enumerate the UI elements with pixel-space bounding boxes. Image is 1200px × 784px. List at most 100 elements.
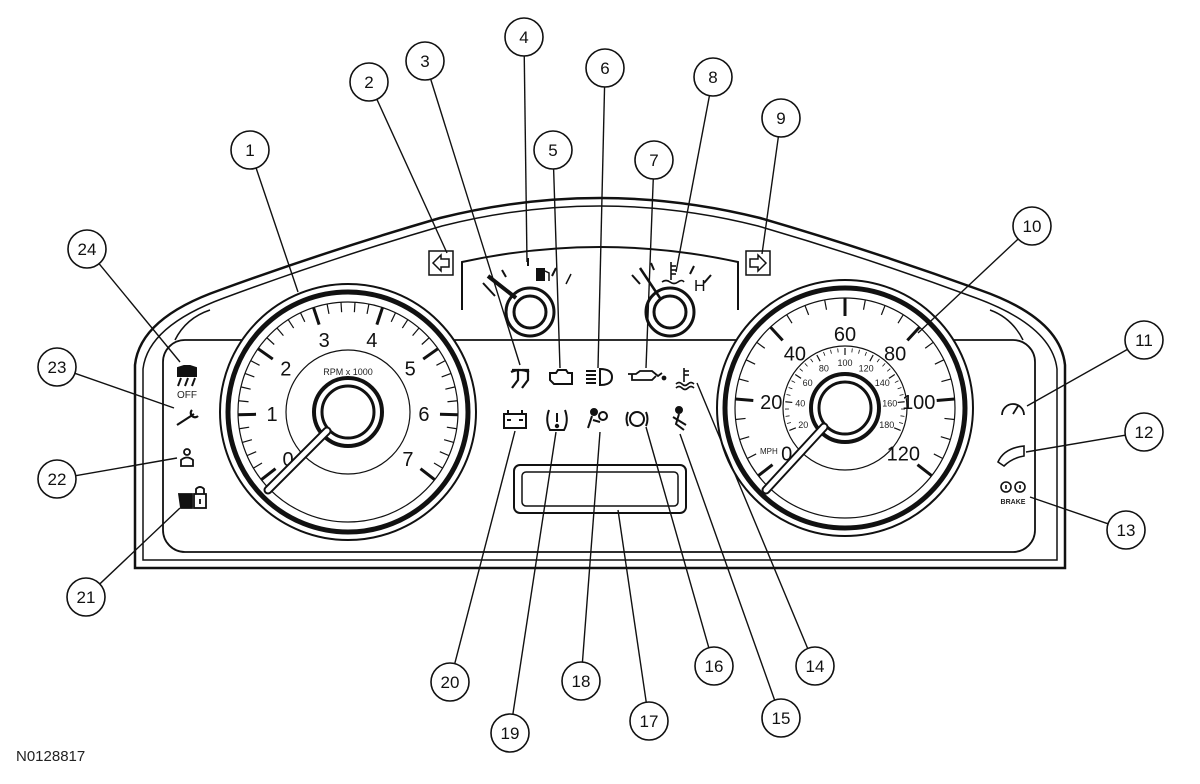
callout-circle (694, 646, 734, 686)
kmh-minor-tick (894, 380, 899, 383)
callout-leader-6 (597, 86, 606, 369)
tach-minor-tick (287, 319, 295, 329)
tach-minor-tick (447, 400, 458, 403)
kmh-minor-tick (786, 422, 792, 424)
low-washer-fluid-icon (997, 445, 1025, 468)
tach-minor-tick (443, 439, 454, 444)
callout-circle (634, 140, 674, 180)
tach-minor-tick (353, 302, 356, 313)
kmh-minor-tick (785, 415, 790, 417)
callout-number: 15 (772, 709, 791, 728)
callout-10: 10 (1012, 206, 1052, 246)
kmh-minor-tick (830, 349, 832, 354)
callout-20: 20 (430, 662, 470, 702)
callout-number: 22 (48, 470, 67, 489)
callout-number: 18 (572, 672, 591, 691)
kmh-minor-tick (882, 363, 886, 367)
tach-minor-tick (266, 337, 275, 345)
callout-circle (693, 57, 733, 97)
mph-major-tick (735, 397, 754, 403)
tach-minor-tick (390, 312, 397, 323)
callout-6: 6 (585, 48, 625, 88)
callout-leader-18 (581, 431, 601, 663)
callout-number: 16 (705, 657, 724, 676)
callout-number: 19 (501, 724, 520, 743)
oil-pressure-icon (628, 370, 667, 381)
tach-major-tick (257, 347, 274, 361)
callout-8: 8 (693, 57, 733, 97)
callout-circle (795, 646, 835, 686)
tach-minor-tick (433, 462, 443, 469)
callout-17: 17 (629, 701, 669, 741)
mph-minor-tick (804, 305, 810, 316)
callout-3: 3 (405, 41, 445, 81)
kmh-tick (816, 354, 821, 362)
callout-circle (1124, 320, 1164, 360)
kmh-label: 80 (819, 363, 829, 373)
message-center-display (513, 464, 687, 514)
callout-leader-20 (454, 430, 516, 664)
callout-number: 5 (548, 141, 557, 160)
mph-label: 120 (887, 444, 920, 466)
mph-minor-tick (738, 378, 749, 383)
tach-minor-tick (299, 312, 306, 323)
callout-circle (67, 229, 107, 269)
callout-circle (585, 48, 625, 88)
mph-major-tick (916, 463, 933, 477)
callout-number: 7 (649, 151, 658, 170)
tach-minor-tick (366, 303, 370, 314)
callout-circle (1124, 412, 1164, 452)
callout-13: 13 (1106, 510, 1146, 550)
callout-leader-17 (617, 509, 647, 703)
tach-label: 2 (280, 358, 291, 380)
tachometer-ticks (237, 302, 459, 481)
tach-minor-tick (242, 439, 253, 444)
callout-14: 14 (795, 646, 835, 686)
kmh-label: 140 (875, 378, 890, 388)
callout-19: 19 (490, 713, 530, 753)
callout-leader-7 (645, 178, 654, 369)
callout-circle (66, 577, 106, 617)
tach-label: 1 (266, 404, 277, 426)
callout-circle (1106, 510, 1146, 550)
callout-number: 8 (708, 68, 717, 87)
callout-5: 5 (533, 130, 573, 170)
tach-minor-tick (240, 386, 251, 390)
door-ajar-lock-icon (177, 486, 207, 509)
callout-circle (37, 459, 77, 499)
mph-minor-tick (933, 453, 943, 460)
callout-circle (405, 41, 445, 81)
speedometer-unit-label: MPH (760, 447, 778, 456)
tach-minor-tick (239, 426, 250, 430)
tach-minor-tick (412, 327, 420, 337)
kmh-label: 40 (795, 398, 805, 408)
tach-major-tick (260, 467, 277, 481)
kmh-tick (794, 373, 802, 379)
tach-minor-tick (436, 360, 446, 366)
tach-label: 0 (283, 449, 294, 471)
callout-1: 1 (230, 130, 270, 170)
kmh-minor-tick (887, 368, 891, 372)
kmh-tick (869, 354, 874, 362)
callout-leader-10 (917, 238, 1019, 334)
callout-number: 20 (441, 673, 460, 692)
mph-minor-tick (934, 359, 945, 365)
tach-minor-tick (244, 372, 255, 378)
mph-major-tick (769, 326, 784, 342)
kmh-tick (897, 401, 905, 404)
mph-major-tick (906, 326, 921, 342)
tach-label: 7 (402, 449, 413, 471)
callout-circle (37, 347, 77, 387)
kmh-label: 160 (882, 398, 897, 408)
callout-9: 9 (761, 98, 801, 138)
callout-number: 23 (48, 358, 67, 377)
kmh-minor-tick (876, 358, 880, 363)
callout-number: 13 (1117, 521, 1136, 540)
service-wrench-icon (176, 409, 199, 426)
tach-label: 3 (319, 330, 330, 352)
callout-number: 6 (600, 59, 609, 78)
callout-11: 11 (1124, 320, 1164, 360)
tach-major-tick (312, 307, 321, 326)
